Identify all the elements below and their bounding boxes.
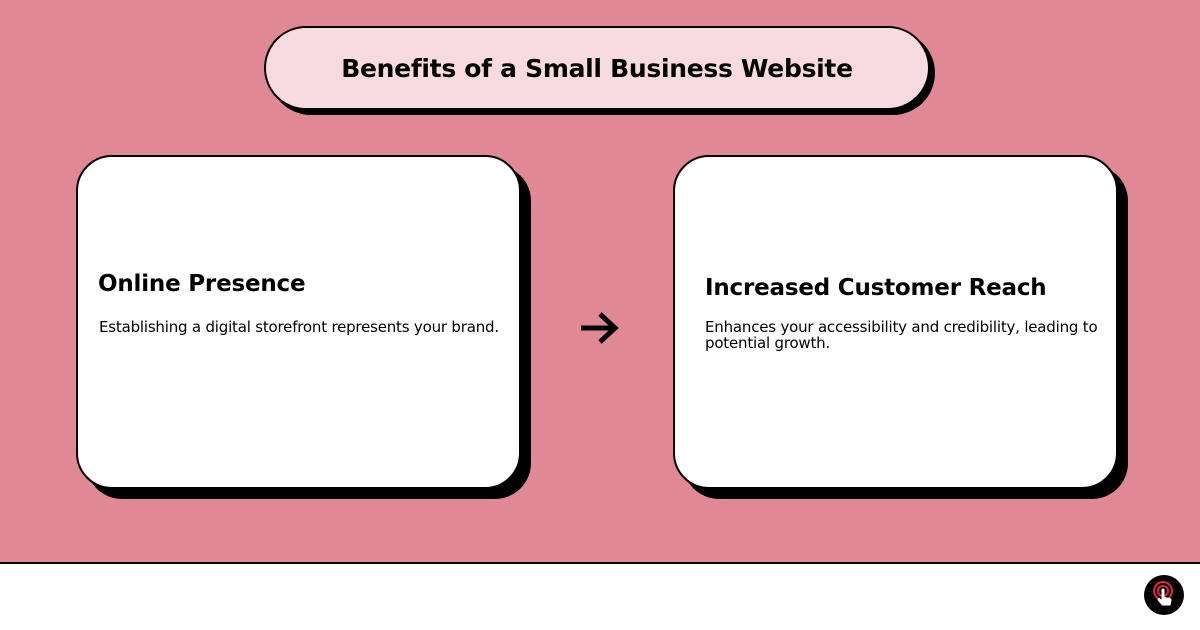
diagram-canvas: Benefits of a Small Business Website Onl… [0, 0, 1200, 562]
footer-divider [0, 562, 1200, 564]
card-description: Enhances your accessibility and credibil… [705, 318, 1098, 352]
tap-hand-icon [1153, 581, 1173, 606]
arrow-right-icon [581, 312, 619, 344]
card-title: Online Presence [98, 271, 306, 297]
title-banner: Benefits of a Small Business Website [264, 26, 930, 110]
benefit-card-customer-reach: Increased Customer Reach Enhances your a… [673, 155, 1118, 489]
page-title: Benefits of a Small Business Website [341, 53, 853, 83]
card-title: Increased Customer Reach [705, 275, 1047, 301]
footer-bar [0, 564, 1200, 630]
card-description: Establishing a digital storefront repres… [99, 318, 499, 336]
benefit-card-online-presence: Online Presence Establishing a digital s… [76, 155, 521, 489]
tap-action-button[interactable] [1144, 575, 1184, 615]
